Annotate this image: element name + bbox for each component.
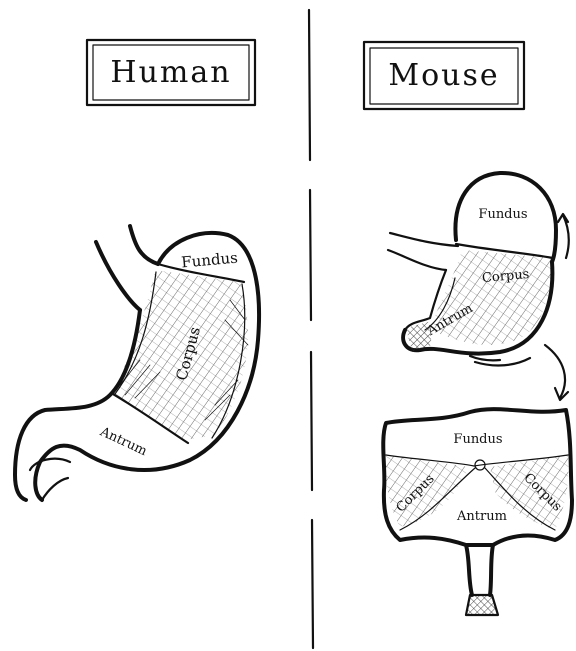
- center-divider: [309, 10, 313, 648]
- human-stomach: Fundus Corpus Antrum: [15, 226, 259, 500]
- mouse-title-box: Mouse: [364, 42, 524, 109]
- mouse-stomach-closed: Fundus Corpus Antrum: [388, 173, 569, 366]
- transition-arrow: [545, 345, 568, 400]
- mouse-top-fundus-label: Fundus: [478, 207, 527, 222]
- mouse-stomach-opened: Fundus Corpus Corpus Antrum: [383, 409, 572, 615]
- mouse-title: Mouse: [388, 58, 499, 93]
- human-fundus-label: Fundus: [181, 249, 239, 272]
- mouse-open-fundus-label: Fundus: [453, 432, 502, 447]
- mouse-open-antrum-label: Antrum: [456, 509, 507, 524]
- human-title-box: Human: [87, 40, 255, 105]
- human-title: Human: [110, 55, 231, 90]
- human-antrum-label: Antrum: [97, 424, 149, 459]
